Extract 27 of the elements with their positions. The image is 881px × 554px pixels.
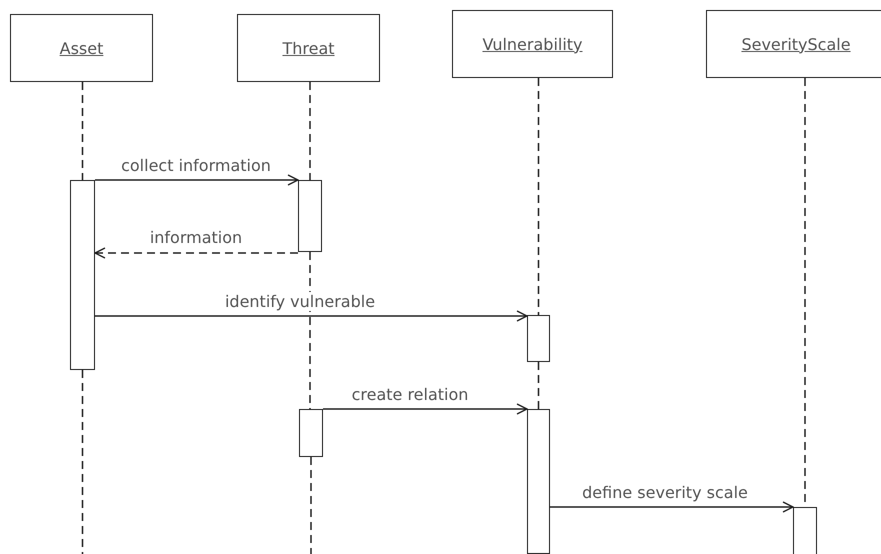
message-arrow [95,310,528,322]
message-arrow [94,247,298,259]
lifeline [82,82,84,180]
lifeline [310,457,312,554]
activation-bar [793,507,817,554]
message-arrow [323,403,528,415]
activation-bar [527,315,550,362]
activation-bar [298,180,322,252]
object-box [10,14,153,82]
activation-bar [70,180,95,370]
lifeline [538,78,540,315]
activation-bar [299,409,323,457]
object-box [706,10,881,78]
lifeline [309,252,311,409]
object-name: Threat [282,38,335,58]
lifeline [538,362,540,409]
message-arrow [95,174,299,186]
activation-bar [527,409,550,554]
object-name: Vulnerability [482,34,583,54]
object-name: SeverityScale [741,34,851,54]
lifeline [82,370,84,554]
object-box [452,10,613,78]
message-arrow [550,501,794,513]
lifeline [309,82,311,180]
edge-label: define severity scale [580,483,750,502]
object-box [237,14,380,82]
object-name: Asset [60,38,104,58]
